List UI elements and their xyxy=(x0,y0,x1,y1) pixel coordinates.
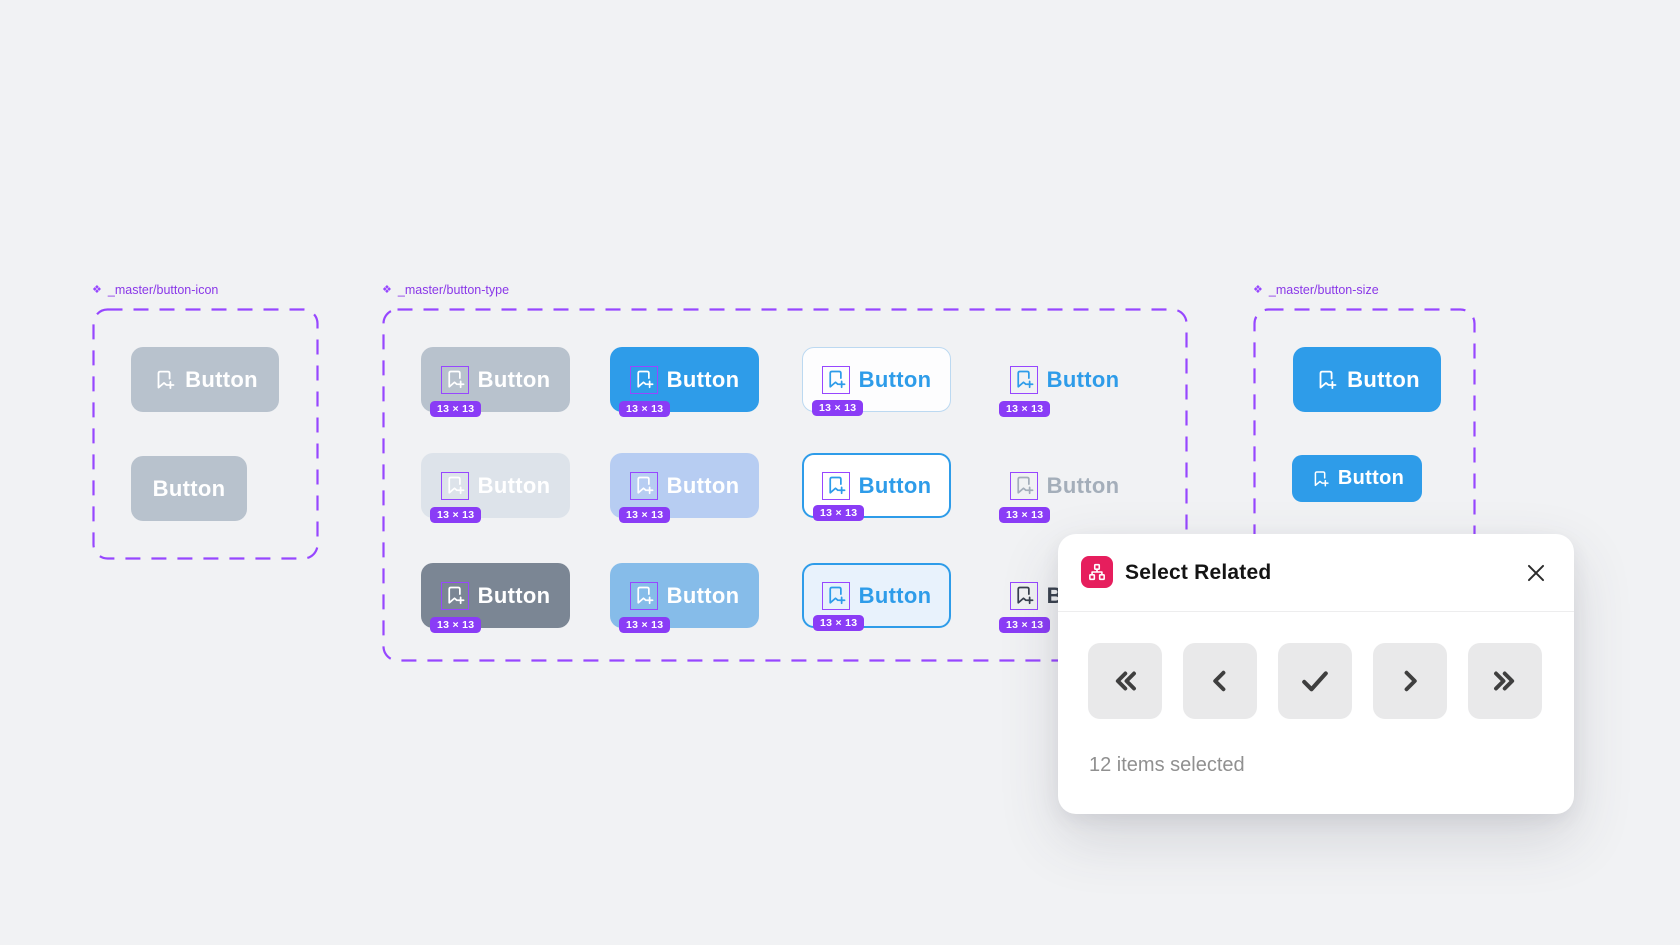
bookmark-plus-icon xyxy=(448,370,465,389)
button-label: Button xyxy=(1347,366,1420,392)
icon-selection-outline xyxy=(629,365,658,394)
bookmark-plus-icon xyxy=(1314,470,1329,486)
button-label: Button xyxy=(1337,467,1405,489)
bookmark-plus-icon xyxy=(157,370,175,389)
bookmark-plus-icon xyxy=(448,476,465,495)
close-icon[interactable] xyxy=(1522,559,1550,587)
bookmark-plus-icon xyxy=(829,586,846,605)
button-type-primary-default[interactable]: Button 13 × 13 xyxy=(610,347,759,417)
next-button[interactable] xyxy=(1373,643,1447,719)
first-page-button[interactable] xyxy=(1088,643,1162,719)
icon-selection-outline xyxy=(821,471,850,500)
button-type-ghost-default[interactable]: Button 13 × 13 xyxy=(990,347,1139,417)
button-type-primary-disabled[interactable]: Button 13 × 13 xyxy=(610,453,759,523)
button-label: Button xyxy=(477,366,551,392)
frame-button-size: ❖ _master/button-size Button Button xyxy=(1253,283,1476,560)
button-label: Button xyxy=(477,582,551,608)
frame-dashed-border xyxy=(92,308,319,560)
bookmark-plus-icon xyxy=(829,476,846,495)
icon-size-badge: 13 × 13 xyxy=(999,617,1051,633)
button-with-icon-sample[interactable]: Button xyxy=(131,347,279,412)
dialog-nav-buttons xyxy=(1088,643,1542,719)
icon-size-badge: 13 × 13 xyxy=(619,401,671,417)
component-icon: ❖ xyxy=(382,283,392,296)
bookmark-plus-icon xyxy=(637,370,654,389)
button-size-small[interactable]: Button xyxy=(1292,455,1422,502)
bookmark-plus-icon xyxy=(1017,370,1034,389)
icon-selection-outline xyxy=(440,581,469,610)
button-label: Button xyxy=(858,472,932,498)
select-related-dialog: Select Related xyxy=(1058,534,1574,814)
dialog-header: Select Related xyxy=(1058,534,1574,612)
icon-selection-outline xyxy=(1009,581,1038,610)
button-type-outline-default[interactable]: Button 13 × 13 xyxy=(802,347,951,416)
chevron-left-icon xyxy=(1213,670,1226,692)
icon-size-badge: 13 × 13 xyxy=(999,401,1051,417)
frame-title-text: _master/button-type xyxy=(397,283,510,297)
component-icon: ❖ xyxy=(92,283,102,296)
icon-selection-outline xyxy=(440,471,469,500)
chevron-right-icon xyxy=(1404,670,1417,692)
icon-size-badge: 13 × 13 xyxy=(430,507,482,523)
button-label: Button xyxy=(477,472,551,498)
icon-size-badge: 13 × 13 xyxy=(619,507,671,523)
frame-title-text: _master/button-icon xyxy=(107,283,219,297)
component-icon: ❖ xyxy=(1253,283,1263,296)
bookmark-plus-icon xyxy=(1319,370,1337,389)
icon-size-badge: 13 × 13 xyxy=(430,401,482,417)
bookmark-plus-icon xyxy=(1017,476,1034,495)
bookmark-plus-icon xyxy=(637,476,654,495)
selection-status-text: 12 items selected xyxy=(1089,754,1245,776)
button-text-only-sample[interactable]: Button xyxy=(131,456,247,521)
frame-title-button-type[interactable]: ❖ _master/button-type xyxy=(382,283,509,297)
button-type-ghost-disabled[interactable]: Button 13 × 13 xyxy=(990,453,1139,523)
icon-size-badge: 13 × 13 xyxy=(430,617,482,633)
icon-selection-outline xyxy=(821,365,850,394)
button-label: Button xyxy=(1046,472,1120,498)
button-type-secondary-default[interactable]: Button 13 × 13 xyxy=(421,347,570,417)
icon-selection-outline xyxy=(440,365,469,394)
last-page-button[interactable] xyxy=(1468,643,1542,719)
button-type-outline-hover[interactable]: Button 13 × 13 xyxy=(802,453,951,521)
frame-title-button-size[interactable]: ❖ _master/button-size xyxy=(1253,283,1379,297)
button-type-outline-pressed[interactable]: Button 13 × 13 xyxy=(802,563,951,631)
frame-dashed-border xyxy=(1253,308,1476,560)
button-label: Button xyxy=(858,582,932,608)
icon-size-badge: 13 × 13 xyxy=(813,505,865,521)
check-icon xyxy=(1302,671,1328,692)
bookmark-plus-icon xyxy=(829,370,846,389)
icon-size-badge: 13 × 13 xyxy=(812,400,864,416)
icon-size-badge: 13 × 13 xyxy=(813,615,865,631)
button-label: Button xyxy=(185,366,258,392)
icon-selection-outline xyxy=(1009,365,1038,394)
icon-size-badge: 13 × 13 xyxy=(999,507,1051,523)
button-type-primary-pressed[interactable]: Button 13 × 13 xyxy=(610,563,759,633)
frame-title-button-icon[interactable]: ❖ _master/button-icon xyxy=(92,283,218,297)
button-type-secondary-disabled[interactable]: Button 13 × 13 xyxy=(421,453,570,523)
chevrons-left-icon xyxy=(1115,671,1136,691)
chevrons-right-icon xyxy=(1494,671,1515,691)
icon-selection-outline xyxy=(1009,471,1038,500)
bookmark-plus-icon xyxy=(637,586,654,605)
bookmark-plus-icon xyxy=(448,586,465,605)
dialog-title: Select Related xyxy=(1125,560,1272,584)
icon-selection-outline xyxy=(821,581,850,610)
frame-title-text: _master/button-size xyxy=(1268,283,1379,297)
button-size-large[interactable]: Button xyxy=(1293,347,1441,412)
icon-selection-outline xyxy=(629,471,658,500)
button-type-secondary-pressed[interactable]: Button 13 × 13 xyxy=(421,563,570,633)
bookmark-plus-icon xyxy=(1017,586,1034,605)
button-label: Button xyxy=(858,366,932,392)
button-label: Button xyxy=(1046,366,1120,392)
button-label: Button xyxy=(666,582,740,608)
previous-button[interactable] xyxy=(1183,643,1257,719)
icon-size-badge: 13 × 13 xyxy=(619,617,671,633)
sitemap-icon xyxy=(1081,556,1113,588)
button-label: Button xyxy=(152,475,226,501)
button-label: Button xyxy=(666,472,740,498)
frame-button-icon: ❖ _master/button-icon Button Button xyxy=(92,283,319,560)
confirm-button[interactable] xyxy=(1278,643,1352,719)
button-label: Button xyxy=(666,366,740,392)
icon-selection-outline xyxy=(629,581,658,610)
